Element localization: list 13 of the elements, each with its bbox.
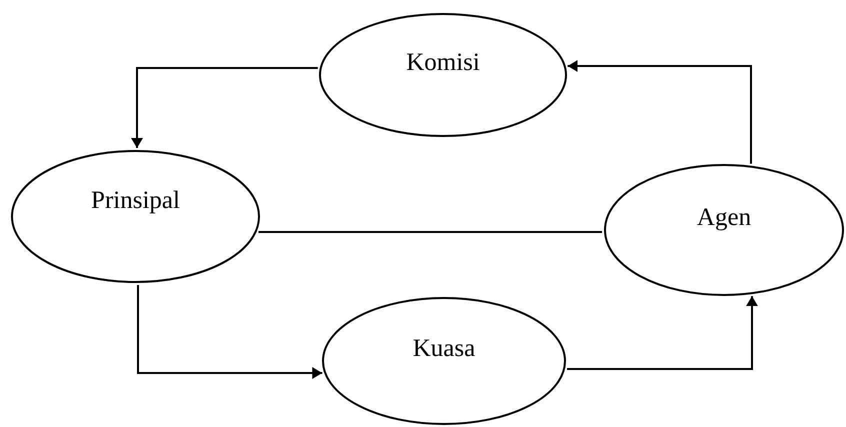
arrow	[568, 60, 752, 164]
arrow	[137, 284, 322, 379]
ellipse-node	[11, 150, 260, 283]
connector-line	[258, 231, 602, 233]
arrow	[131, 67, 318, 148]
node-label: Kuasa	[412, 335, 476, 363]
node-label: Agen	[696, 204, 752, 232]
node-label: Komisi	[406, 49, 480, 77]
ellipse-node	[604, 164, 844, 296]
ellipse-node	[322, 297, 566, 425]
node-label: Prinsipal	[91, 187, 180, 215]
arrow	[567, 296, 758, 370]
ellipse-node	[319, 13, 567, 137]
